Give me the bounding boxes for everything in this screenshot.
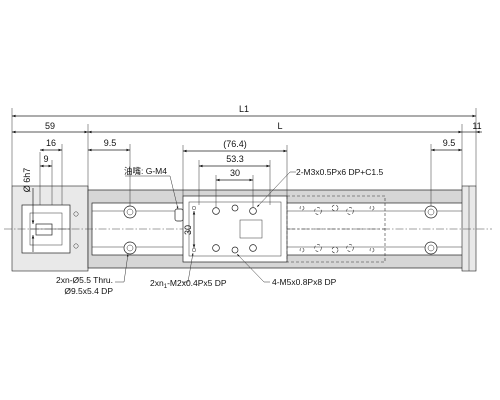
- dim-carriage-outer: (76.4): [223, 139, 247, 149]
- base-hole: [123, 205, 137, 219]
- note-grease-nipple: 油嘴: G-M4: [124, 166, 167, 176]
- carriage-m5-hole: [231, 246, 239, 254]
- dim-right-pitch: 9.5: [443, 138, 456, 148]
- note-bottom-holes: 2xn1-M2x0.4Px5 DP: [150, 278, 227, 290]
- carriage-m5-hole: [231, 204, 239, 212]
- note-bottom-holes-subscript: 1: [164, 284, 168, 290]
- coupling-screw: [73, 243, 79, 249]
- dim-total-length: L1: [239, 104, 249, 114]
- base-hole: [424, 205, 438, 219]
- carriage-top-hole: [249, 244, 257, 252]
- carriage: [174, 195, 288, 263]
- carriage-top-hole: [249, 207, 257, 215]
- note-bottom-holes-prefix: 2xn: [150, 278, 164, 288]
- dim-motor-offset: 9: [43, 154, 48, 164]
- carriage-hidden-outline: [286, 195, 386, 263]
- actuator-body: [4, 185, 492, 272]
- dim-left-pitch: 9.5: [104, 138, 117, 148]
- carriage-m2-hole: [191, 205, 197, 211]
- note-top-holes: 2-M3x0.5Px6 DP+C1.5: [296, 167, 383, 177]
- dim-carriage-inner: 30: [230, 168, 240, 178]
- dim-left-end: 59: [45, 121, 55, 131]
- carriage-top-hole: [212, 207, 220, 215]
- dim-right-end: 11: [472, 121, 481, 131]
- note-base-holes: 2xn-Ø5.5 Thru.: [56, 275, 113, 285]
- note-bottom-holes-spec: -M2x0.4Px5 DP: [167, 278, 227, 288]
- carriage-top-hole: [212, 244, 220, 252]
- shaft-end: [35, 223, 53, 236]
- dim-motor-width: 16: [46, 138, 56, 148]
- grease-nipple: [174, 208, 184, 222]
- carriage-m2-hole: [191, 247, 197, 253]
- base-hole: [424, 241, 438, 255]
- dim-carriage-height: 30: [183, 225, 193, 235]
- note-carriage-holes: 4-M5x0.8Px8 DP: [272, 277, 337, 287]
- leader-lines: [115, 171, 296, 283]
- base-hole: [123, 241, 137, 255]
- coupling-screw: [73, 211, 79, 217]
- dim-shaft-diameter: Ø 6h7: [22, 168, 32, 193]
- dim-stroke-length: L: [277, 121, 282, 131]
- base-mounting-holes: [123, 205, 438, 255]
- note-base-counterbore: Ø9.5x5.4 DP: [64, 286, 113, 296]
- dim-carriage-mid: 53.3: [226, 154, 244, 164]
- dimension-lines: [11, 108, 482, 252]
